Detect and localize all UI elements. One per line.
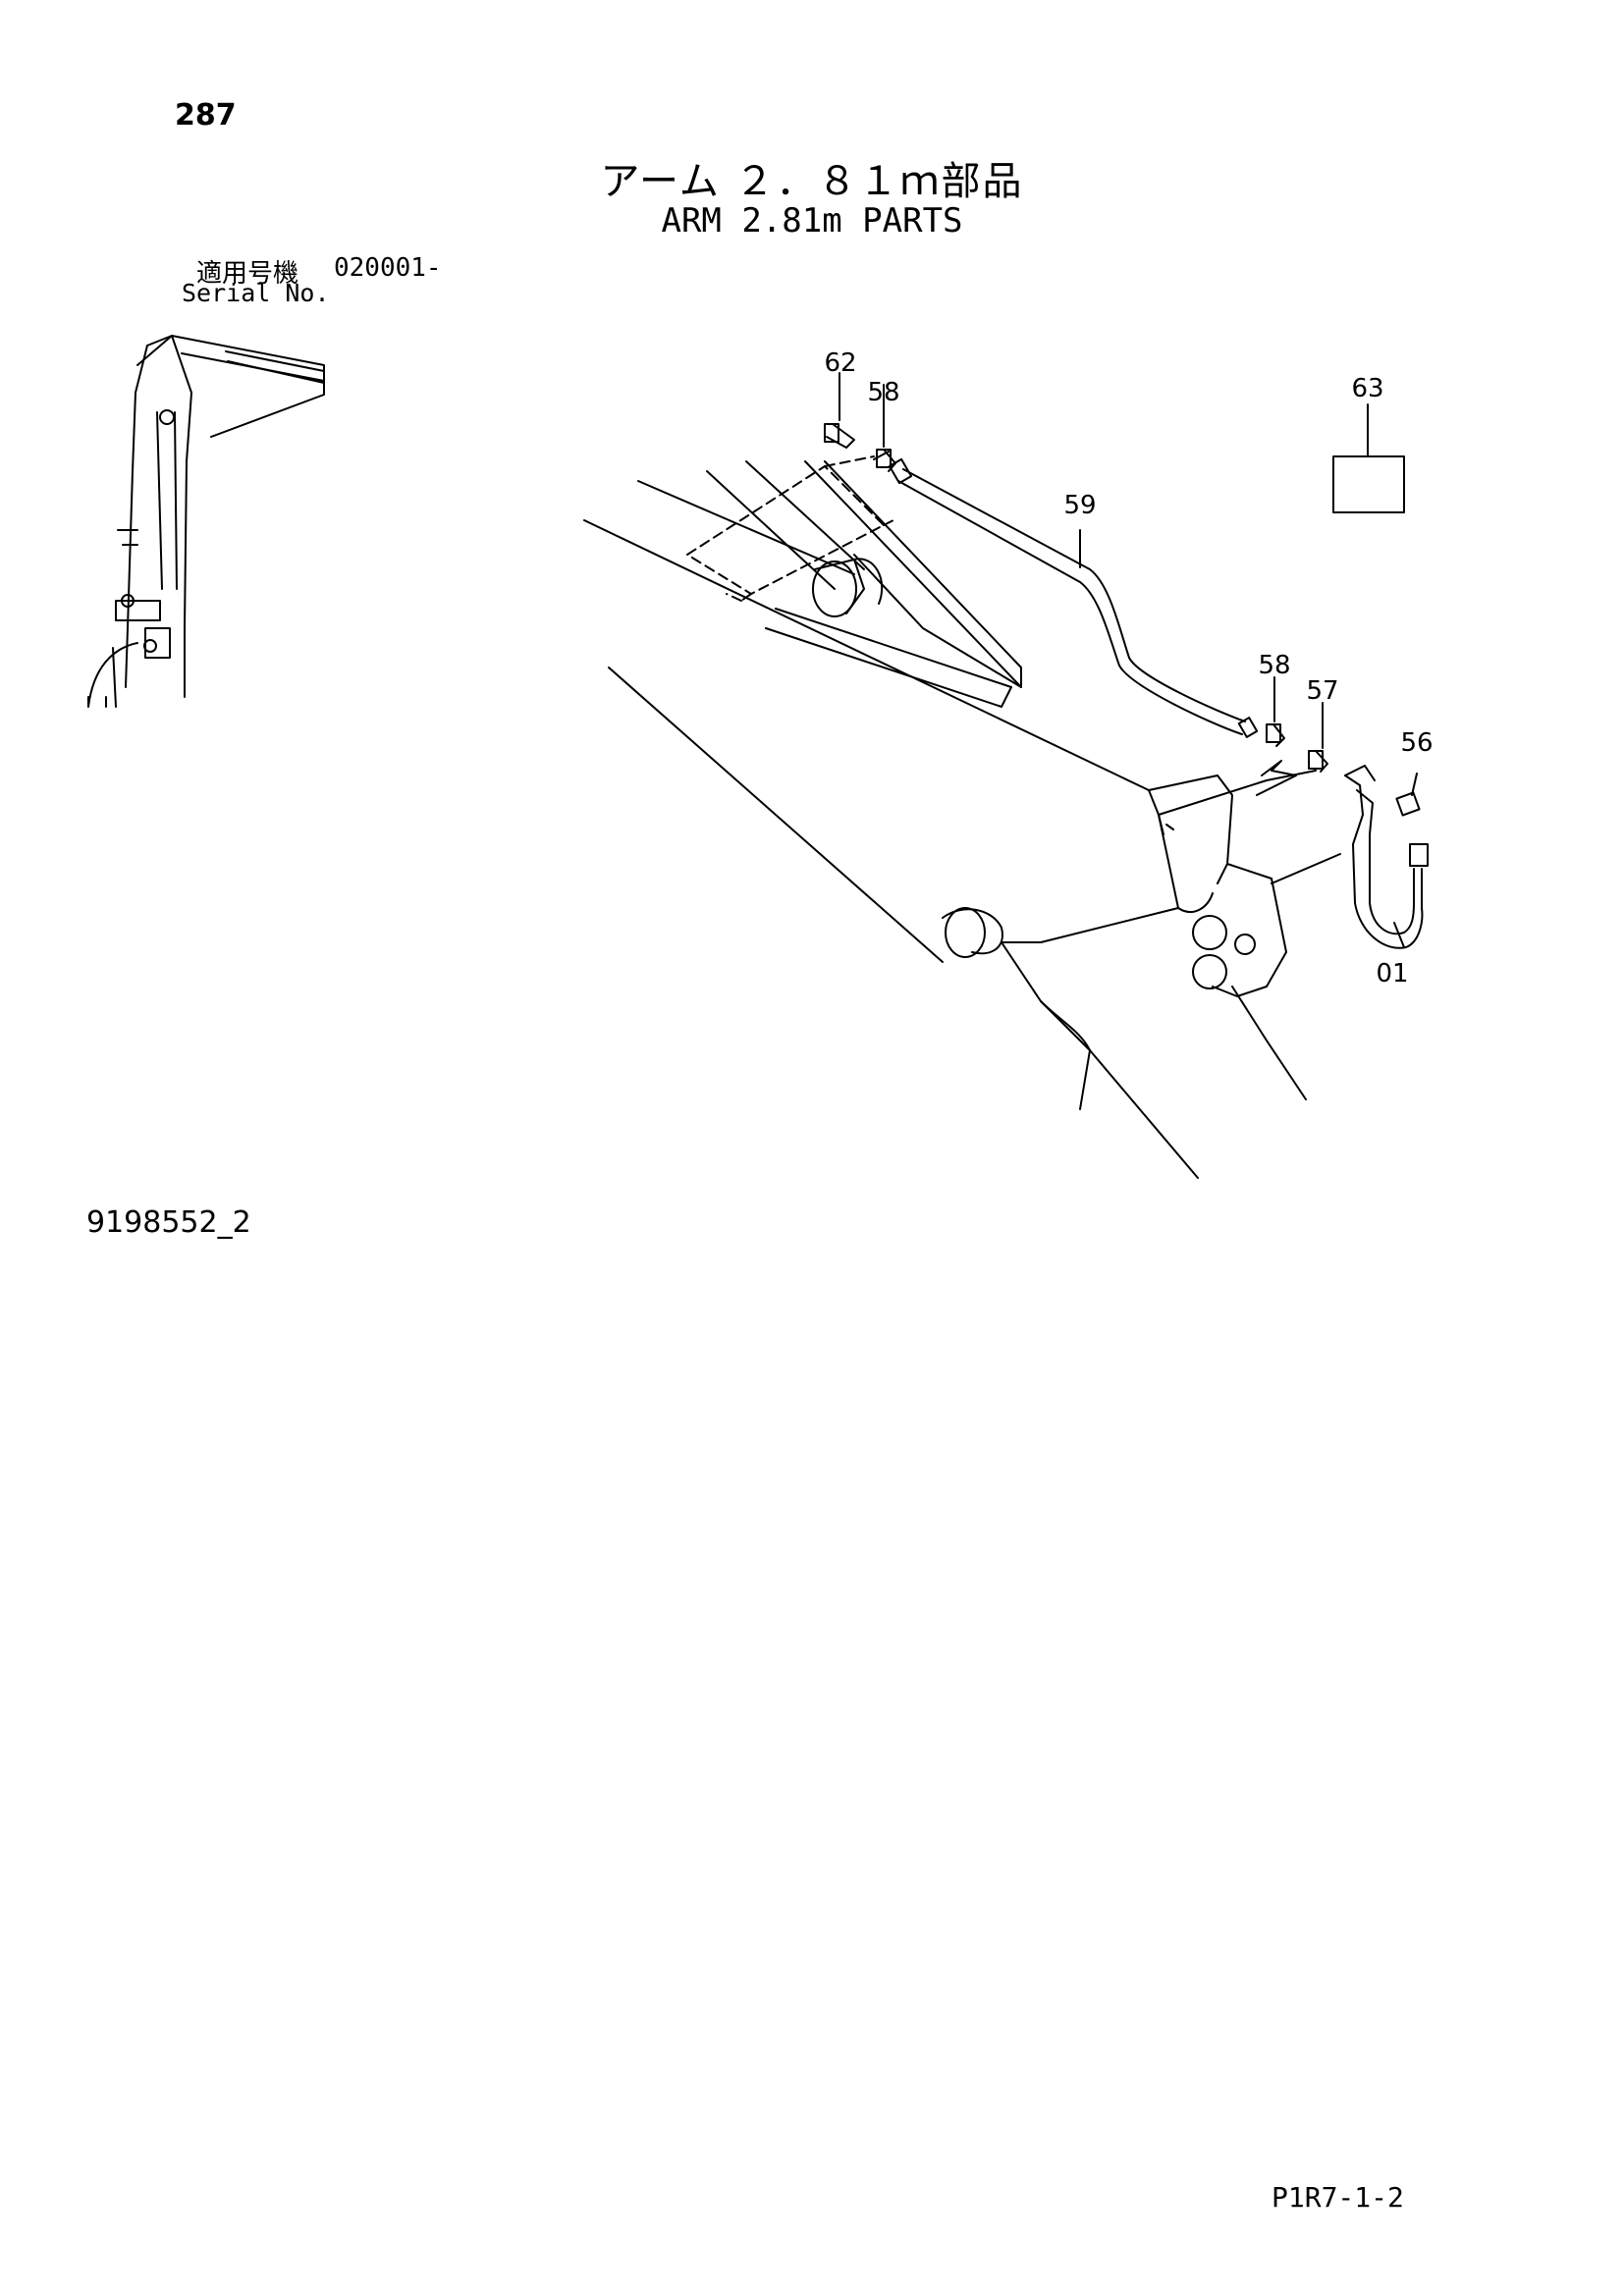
pipe-59 [888,457,1259,738]
arm-body [583,460,1307,1179]
machine-overview-thumbnail [87,335,325,708]
part-label-58-lower: 58 [1258,651,1290,680]
dashed-callout [686,455,894,602]
part-label-57: 57 [1306,676,1338,706]
serial-number-value: 020001- [334,253,442,283]
leader-hose-bracket [1271,853,1341,884]
break-lower [1256,760,1297,796]
fitting-56 [1395,773,1421,817]
page-number: 287 [175,98,237,133]
serial-label-japanese: 適用号機 [196,259,299,289]
part-label-63: 63 [1351,374,1383,403]
part-label-59: 59 [1063,491,1096,520]
fitting-58-lower [1266,676,1285,747]
serial-label-english: Serial No. [182,279,330,307]
part-label-56: 56 [1400,728,1433,758]
page-code: P1R7-1-2 [1272,2181,1404,2214]
hose-01 [1344,765,1429,949]
part-label-01: 01 [1376,959,1408,988]
drawing-number: 9198552_2 [86,1205,251,1240]
fitting-62 [824,372,855,449]
fitting-57 [1308,702,1328,773]
title-japanese: アーム ２．８１ｍ部品 [600,159,1024,204]
part-label-58-upper: 58 [867,378,899,407]
part-label-62: 62 [824,348,856,378]
title-english: ARM 2.81m PARTS [661,201,963,240]
label-63-box [1332,403,1405,513]
